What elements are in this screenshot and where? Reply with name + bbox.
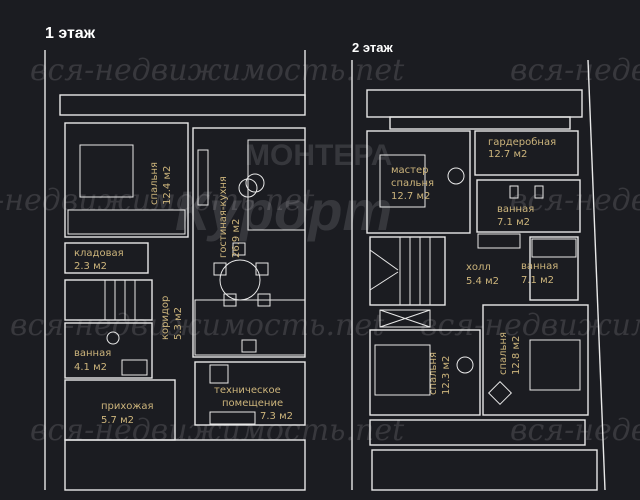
bathroom-3 [529, 236, 579, 301]
watermark-text: вся-недвижимость.net [30, 413, 405, 448]
toilet-icon [106, 331, 120, 345]
watermark-text: вся-недвижимость.net [510, 413, 640, 448]
bed-icon [529, 339, 581, 391]
room-area: 12.4 м2 [162, 166, 173, 205]
watermark-text: вся-недвижимость.net [30, 53, 405, 88]
living-kitchen [192, 127, 306, 358]
room-area: 5.3 м2 [173, 307, 184, 340]
room-label: спальня [391, 178, 434, 189]
floor-2-title: 2 этаж [352, 40, 393, 55]
room-label: помещение [222, 398, 283, 409]
logo-text: Курорт [175, 179, 392, 242]
technical-room [194, 361, 306, 426]
room-area: 4.1 м2 [74, 362, 107, 373]
bedroom-2 [369, 329, 481, 416]
room-area: 12.7 м2 [391, 191, 430, 202]
room-area: 12.7 м2 [488, 149, 527, 160]
stove-icon [241, 339, 257, 353]
room-label: спальня [149, 162, 160, 205]
stairs [369, 236, 446, 306]
room-area: 2.3 м2 [74, 261, 107, 272]
bathtub-icon [531, 238, 577, 258]
floor-1-title: 1 этаж [45, 25, 96, 42]
watermark-text: вся-недвижимость.net [510, 183, 640, 218]
room-area: 5.7 м2 [101, 415, 134, 426]
room-label: мастер [391, 165, 429, 176]
kitchen-counter [194, 299, 306, 356]
sink-icon [121, 359, 148, 376]
room-area: 12.3 м2 [441, 356, 452, 395]
watermark-layer: вся-недвижимость.net вся-недвижимость.ne… [0, 53, 640, 448]
room-area: 26.9 м2 [231, 219, 242, 258]
bathroom-2 [476, 179, 581, 233]
bed-icon [79, 144, 134, 198]
bed-icon [374, 344, 431, 396]
room-label: гостиная-кухня [218, 176, 229, 258]
room-label: ванная [74, 348, 111, 359]
room-label: техническое [214, 385, 281, 396]
room-label: холл [466, 262, 491, 273]
floor-1-plan [44, 50, 306, 491]
logo-text: МОНТЕРА [245, 139, 392, 172]
room-area: 7.1 м2 [497, 217, 530, 228]
room-label: гардеробная [488, 137, 556, 148]
room-label: прихожая [101, 401, 154, 412]
sofa-icon [247, 139, 306, 231]
bedroom-1 [64, 122, 189, 238]
watermark-text: вся-недвижимость.net [10, 308, 385, 343]
room-label: коридор [160, 296, 171, 340]
room-label: спальня [428, 352, 439, 395]
room-area: 12.8 м2 [511, 336, 522, 375]
watermark-text: вся-недвижимость.net [510, 53, 640, 88]
room-area: 5.4 м2 [466, 276, 499, 287]
room-label: кладовая [74, 248, 124, 259]
bedroom-3 [482, 304, 589, 416]
room-label: ванная [497, 204, 534, 215]
watermark-text: вся-недвижимость.net [0, 183, 315, 218]
bed-icon [379, 154, 426, 208]
stairs [64, 279, 153, 321]
master-bedroom [366, 130, 471, 234]
room-label: спальня [498, 332, 509, 375]
armchair-icon [487, 380, 513, 406]
watermark-text: вся-недвижимость.net [420, 308, 640, 343]
floor-2-plan [351, 59, 606, 491]
room-area: 7.3 м2 [260, 411, 293, 422]
storage [64, 242, 149, 274]
wardrobe [474, 130, 579, 176]
room-label: ванная [521, 261, 558, 272]
bathroom-1 [64, 322, 153, 379]
room-area: 7.1 м2 [521, 275, 554, 286]
